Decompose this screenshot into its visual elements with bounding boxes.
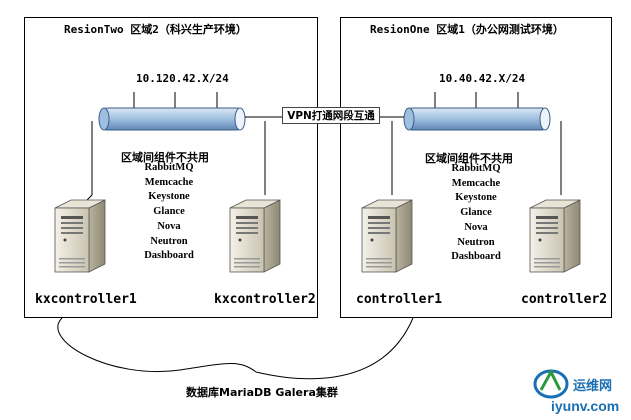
component-item: Memcache [451, 177, 501, 189]
region-two-network-pipe [98, 107, 246, 131]
region-one-component-list: RabbitMQ Memcache Keystone Glance Nova N… [435, 162, 517, 265]
region-two-component-list: RabbitMQ Memcache Keystone Glance Nova N… [128, 161, 210, 264]
component-item: RabbitMQ [451, 163, 501, 174]
region-one-list-header: 区域间组件不共用 [425, 152, 513, 165]
component-item: Glance [153, 206, 185, 218]
node-label: controller2 [521, 292, 608, 307]
component-item: Neutron [457, 236, 495, 248]
component-item: RabbitMQ [144, 162, 194, 173]
node-label: kxcontroller1 [35, 292, 137, 307]
component-item: Glance [460, 207, 492, 219]
component-item: Keystone [148, 191, 190, 203]
region-one-box [340, 17, 612, 318]
watermark-en: iyunv.com [551, 398, 620, 414]
galera-cluster-label: 数据库MariaDB Galera集群 [186, 386, 338, 399]
component-item: Nova [464, 221, 488, 233]
server-icon [54, 199, 106, 273]
server-icon [361, 199, 413, 273]
watermark-cn: 运维网 [573, 379, 613, 394]
galera-cluster-link [57, 317, 414, 380]
vpn-label: VPN打通网段互通 [282, 107, 380, 124]
region-one-links [391, 92, 562, 195]
node-label: controller1 [356, 292, 443, 307]
region-one-subnet: 10.40.42.X/24 [439, 72, 526, 85]
component-item: Dashboard [451, 251, 501, 263]
region-two-links [86, 92, 266, 201]
region-two-subnet: 10.120.42.X/24 [136, 72, 229, 85]
component-item: Memcache [144, 176, 194, 188]
component-item: Neutron [150, 235, 188, 247]
server-icon [529, 199, 581, 273]
component-item: Dashboard [144, 250, 194, 262]
node-label: kxcontroller2 [214, 292, 316, 307]
server-icon [229, 199, 281, 273]
watermark-logo [533, 368, 569, 399]
component-item: Nova [157, 220, 181, 232]
region-one-network-pipe [403, 107, 551, 131]
region-one-title: ResionOne 区域1（办公网测试环境） [370, 23, 564, 36]
component-item: Keystone [455, 192, 497, 204]
region-two-title: ResionTwo 区域2（科兴生产环境） [64, 23, 247, 36]
region-two-box [24, 17, 318, 318]
region-two-list-header: 区域间组件不共用 [121, 151, 209, 164]
